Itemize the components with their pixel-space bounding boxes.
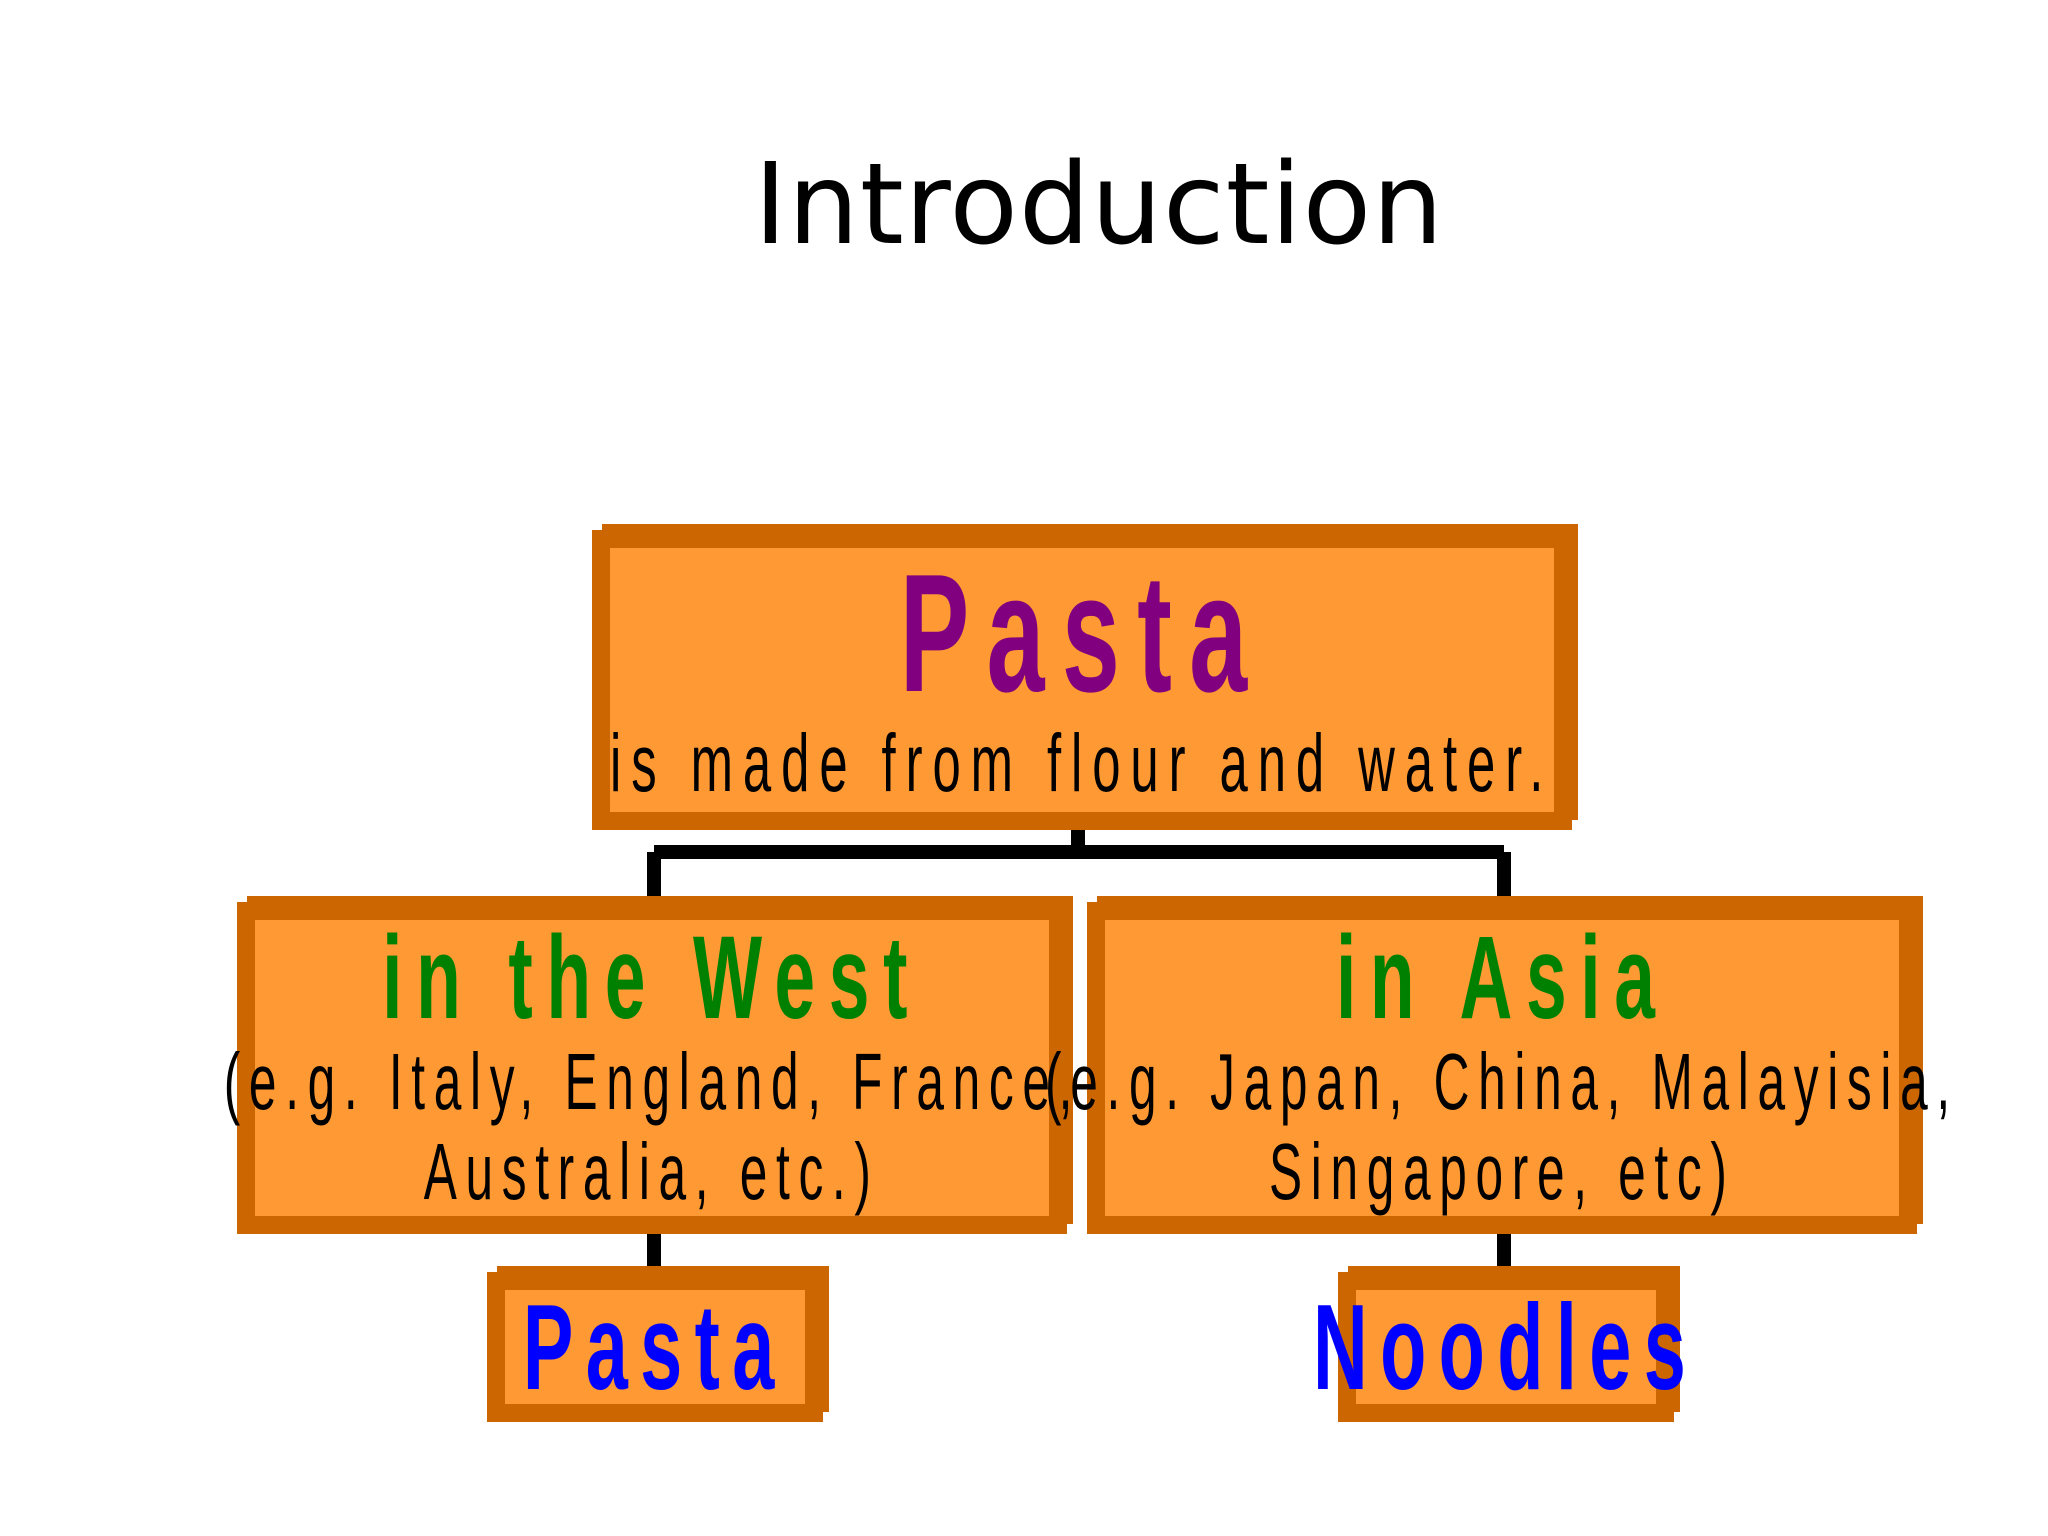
asia-examples-line1: (e.g. Japan, China, Malayisia, — [1045, 1037, 1959, 1127]
west-leaf-heading: Pasta — [523, 1279, 787, 1415]
leaf-box-noodles: Noodles — [1313, 1272, 1686, 1422]
asia-leaf-heading: Noodles — [1313, 1279, 1699, 1415]
west-examples-line2: Australia, etc.) — [424, 1127, 880, 1216]
branch-box-asia: in Asia (e.g. Japan, China, Malayisia, S… — [1045, 902, 1950, 1234]
asia-heading: in Asia — [1335, 912, 1669, 1045]
root-heading: Pasta — [899, 539, 1265, 727]
branch-box-west: in the West (e.g. Italy, England, France… — [223, 902, 1072, 1234]
west-examples-line1: (e.g. Italy, England, France, — [223, 1037, 1081, 1127]
asia-examples-line2: Singapore, etc) — [1268, 1127, 1736, 1216]
leaf-box-pasta: Pasta — [487, 1272, 823, 1422]
root-box-pasta: Pasta is made from flour and water. — [592, 530, 1572, 830]
slide-title: Introduction — [753, 140, 1445, 270]
root-subtext: is made from flour and water. — [610, 718, 1554, 809]
west-heading: in the West — [382, 912, 922, 1045]
